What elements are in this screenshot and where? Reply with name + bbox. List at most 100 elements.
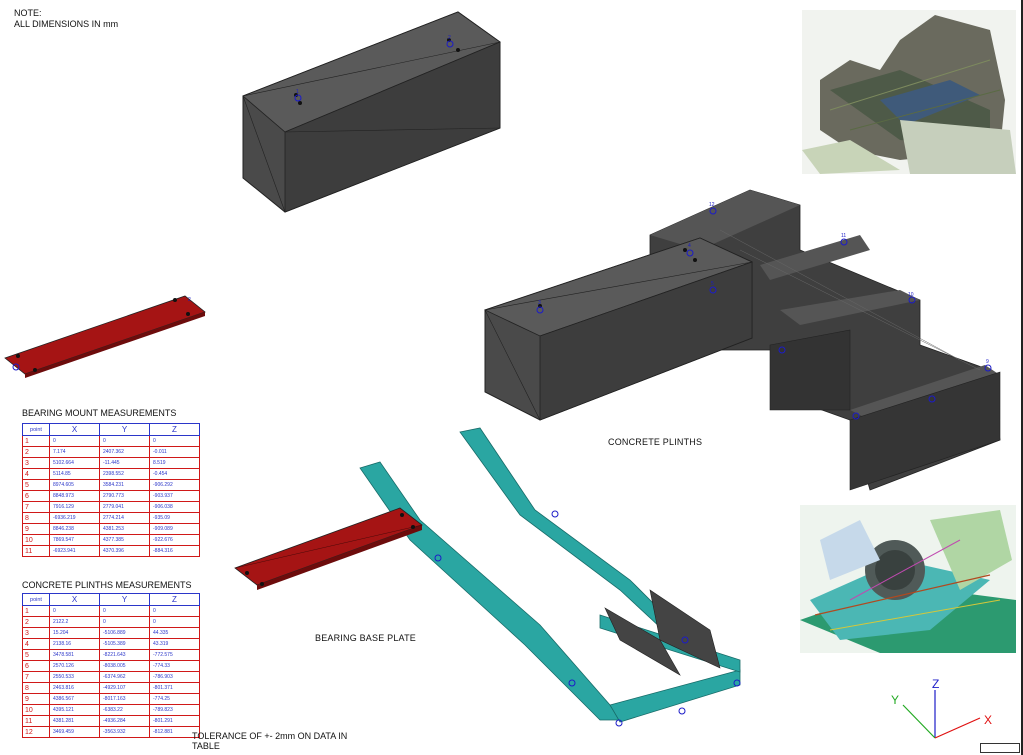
point-number-cell: 9 — [22, 523, 50, 535]
coordinate-cell: 5102.664 — [49, 457, 100, 469]
coordinate-cell: 2550.533 — [49, 671, 100, 683]
coordinate-cell: -4936.284 — [99, 715, 150, 727]
coordinate-cell: 8846.238 — [49, 523, 100, 535]
coordinate-cell: 2570.126 — [49, 660, 100, 672]
coordinate-cell: 0 — [99, 605, 150, 617]
point-label-1: 1 — [296, 89, 299, 95]
coordinate-cell: -6374.962 — [99, 671, 150, 683]
coordinate-cell: 7.174 — [49, 446, 100, 458]
coordinate-cell: 2138.16 — [49, 638, 100, 650]
bearing-plate-small — [4, 295, 206, 378]
point-label-2: 2 — [448, 35, 451, 41]
coordinate-cell: 7916.129 — [49, 501, 100, 513]
point-cloud-bearing-render — [800, 505, 1016, 653]
table-header: X — [49, 593, 100, 606]
point-label-12: 12 — [709, 202, 715, 208]
coordinate-cell: -922.676 — [149, 534, 200, 546]
coordinate-cell: 4377.385 — [99, 534, 150, 546]
point-number-cell: 2 — [22, 446, 50, 458]
axis-x-label: X — [984, 713, 992, 727]
coordinate-cell: 8974.605 — [49, 479, 100, 491]
coordinate-cell: 0 — [49, 605, 100, 617]
coordinate-cell: -801.371 — [149, 682, 200, 694]
table-header: Y — [99, 593, 150, 606]
bearing-base-plate — [234, 507, 423, 590]
coordinate-cell: -774.33 — [149, 660, 200, 672]
table-header: point — [22, 593, 50, 606]
coordinate-cell: 4395.121 — [49, 704, 100, 716]
coordinate-cell: -884.316 — [149, 545, 200, 557]
point-label-11: 11 — [841, 233, 846, 239]
point-label-9: 9 — [986, 359, 989, 365]
coordinate-cell: -909.089 — [149, 523, 200, 535]
coordinate-cell: 15.204 — [49, 627, 100, 639]
point-number-cell: 6 — [22, 660, 50, 672]
coordinate-cell: -8038.005 — [99, 660, 150, 672]
point-number-cell: 9 — [22, 693, 50, 705]
point-number-cell: 3 — [22, 627, 50, 639]
coordinate-cell: 5114.85 — [49, 468, 100, 480]
coordinate-cell: 0 — [149, 435, 200, 447]
coordinate-cell: 8.519 — [149, 457, 200, 469]
table-header: X — [49, 423, 100, 436]
point-number-cell: 10 — [22, 534, 50, 546]
point-number-cell: 10 — [22, 704, 50, 716]
coordinate-cell: 4386.567 — [49, 693, 100, 705]
axis-z-label: Z — [932, 677, 939, 691]
axis-y-label: Y — [891, 693, 899, 707]
coordinate-cell: 44.335 — [149, 627, 200, 639]
point-number-cell: 1 — [22, 605, 50, 617]
bearing-mount-block — [242, 11, 501, 213]
coordinate-cell: 0 — [149, 605, 200, 617]
coordinate-cell: 3478.581 — [49, 649, 100, 661]
coordinate-cell: -3563.932 — [99, 726, 150, 738]
coordinate-cell: -0.454 — [149, 468, 200, 480]
coordinate-cell: -0.011 — [149, 446, 200, 458]
point-number-cell: 8 — [22, 512, 50, 524]
point-number-cell: 7 — [22, 501, 50, 513]
table-header: point — [22, 423, 50, 436]
point-label-10: 10 — [908, 292, 914, 298]
point-label-3: 3 — [538, 300, 541, 306]
coordinate-cell: -4929.107 — [99, 682, 150, 694]
coordinate-cell: -8017.163 — [99, 693, 150, 705]
coordinate-cell: -6936.219 — [49, 512, 100, 524]
point-number-cell: 5 — [22, 479, 50, 491]
dimension-note: NOTE: ALL DIMENSIONS IN mm — [14, 8, 118, 30]
steel-frame — [359, 427, 741, 723]
coordinate-cell: -906.038 — [149, 501, 200, 513]
coordinate-cell: -774.25 — [149, 693, 200, 705]
table-header: Z — [149, 423, 200, 436]
coordinate-cell: -906.292 — [149, 479, 200, 491]
bearing-base-plate-caption: BEARING BASE PLATE — [315, 633, 416, 643]
coordinate-cell: 2463.816 — [49, 682, 100, 694]
coordinate-cell: 2122.2 — [49, 616, 100, 628]
point-number-cell: 4 — [22, 468, 50, 480]
note-units: ALL DIMENSIONS IN mm — [14, 19, 119, 29]
coordinate-cell: 0 — [99, 616, 150, 628]
coordinate-cell: -5105.389 — [99, 638, 150, 650]
coordinate-cell: 2790.773 — [99, 490, 150, 502]
point-number-cell: 11 — [22, 715, 50, 727]
point-number-cell: 8 — [22, 682, 50, 694]
concrete-plinths-table-title: CONCRETE PLINTHS MEASUREMENTS — [22, 580, 192, 590]
